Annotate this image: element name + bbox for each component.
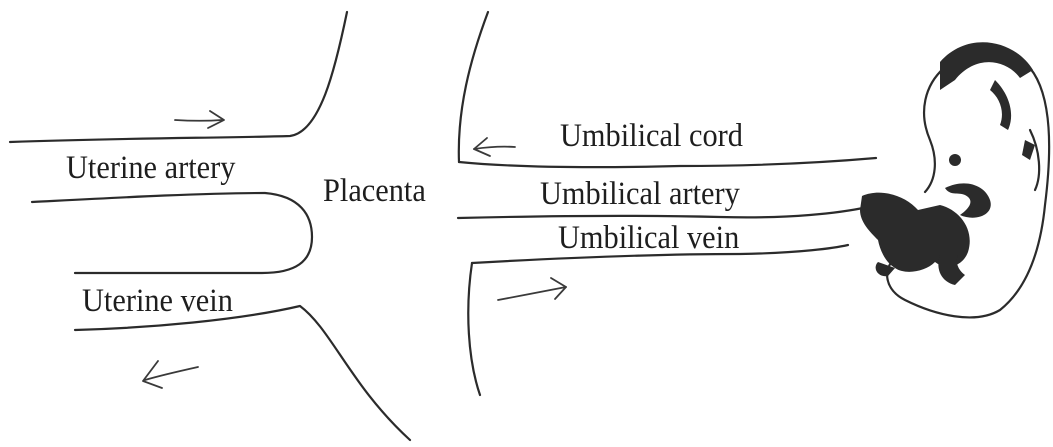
placenta-fetal-boundary-lower — [468, 263, 480, 395]
umbilical-cord-line — [459, 158, 876, 167]
label-umbilical-artery: Umbilical artery — [540, 178, 740, 211]
label-umbilical-vein: Umbilical vein — [558, 222, 739, 255]
arrow-left-icon — [143, 361, 198, 388]
label-umbilical-cord: Umbilical cord — [560, 120, 743, 153]
uterine-artery-upper-wall — [10, 12, 347, 142]
arrow-right-icon — [498, 278, 566, 300]
arrow-right-icon — [175, 111, 224, 128]
uterine-artery-lower-wall — [32, 193, 312, 273]
fetus-icon — [860, 42, 1049, 317]
uterine-vein-lower-wall — [75, 306, 410, 440]
arrow-left-icon — [474, 138, 515, 156]
label-uterine-vein: Uterine vein — [82, 285, 233, 318]
placenta-fetal-boundary — [459, 12, 488, 162]
label-uterine-artery: Uterine artery — [66, 152, 235, 185]
label-placenta: Placenta — [323, 175, 426, 208]
